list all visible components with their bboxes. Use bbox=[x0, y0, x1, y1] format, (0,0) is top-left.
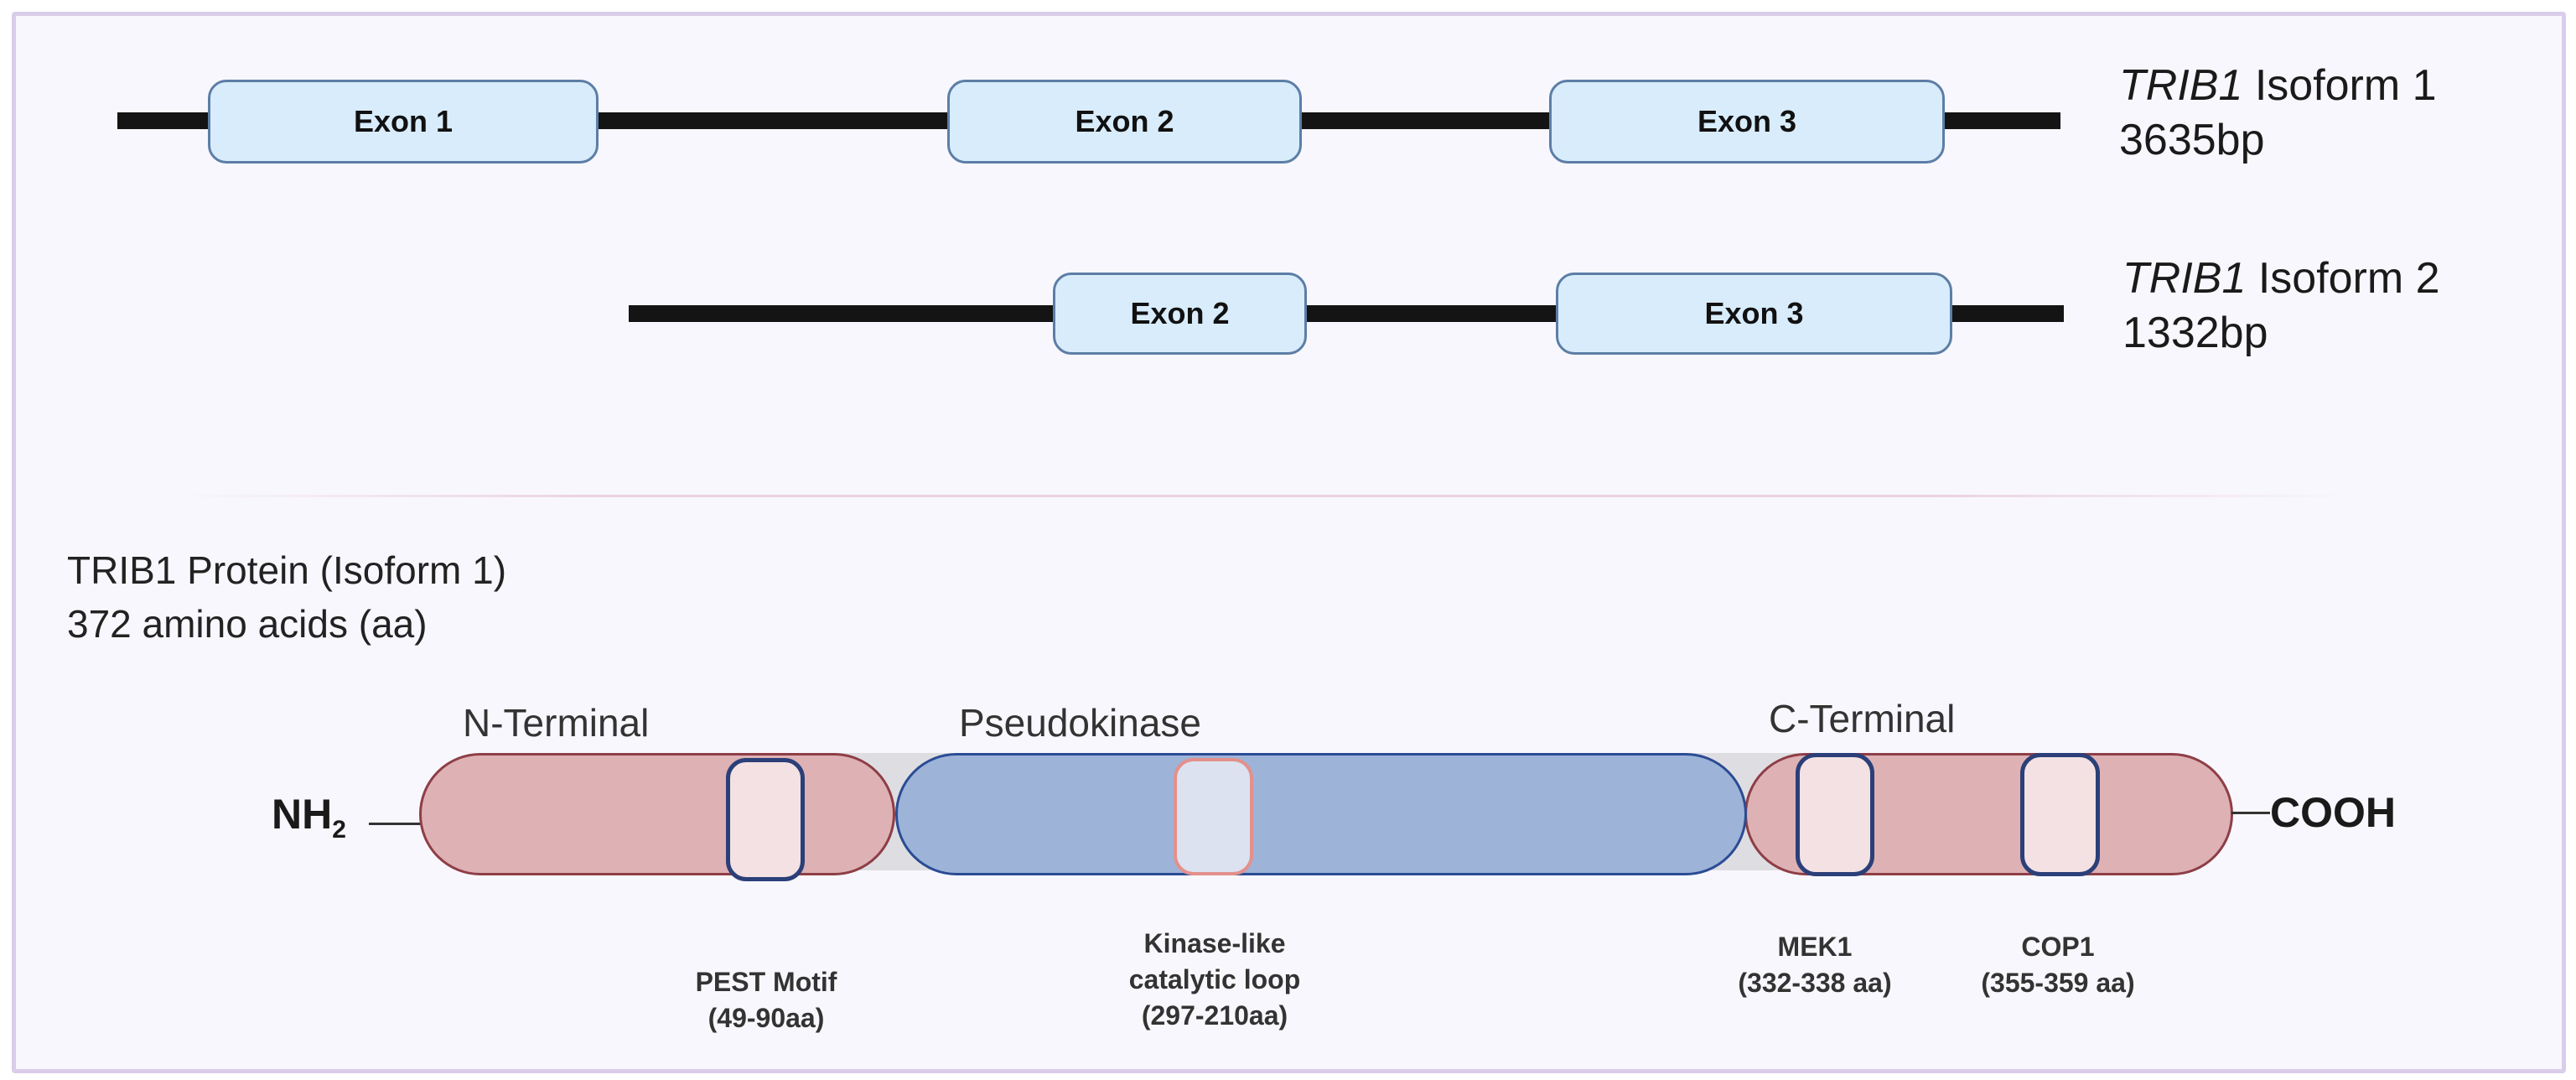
cop1-motif-box bbox=[2020, 753, 2100, 876]
n-terminal-domain bbox=[419, 753, 895, 875]
isoform2-length: 1332bp bbox=[2122, 309, 2268, 357]
exon-label: Exon 2 bbox=[1075, 104, 1174, 138]
n-terminal-label: N-Terminal bbox=[463, 701, 650, 745]
isoform-name: Isoform 1 bbox=[2242, 61, 2437, 110]
protein-length: 372 amino acids (aa) bbox=[67, 602, 428, 646]
figure-frame bbox=[12, 12, 2566, 1073]
protein-title-block: TRIB1 Protein (Isoform 1) 372 amino acid… bbox=[67, 543, 506, 652]
exon-label: Exon 3 bbox=[1704, 296, 1804, 330]
isoform1-exon-1: Exon 1 bbox=[208, 80, 599, 164]
protein-title: TRIB1 Protein (Isoform 1) bbox=[67, 548, 507, 592]
cooh-terminus-label: COOH bbox=[2270, 789, 2396, 836]
c-terminal-label: C-Terminal bbox=[1769, 697, 1956, 740]
exon-label: Exon 3 bbox=[1697, 104, 1797, 138]
cooh-connector bbox=[2231, 812, 2270, 814]
isoform1-exon-3: Exon 3 bbox=[1549, 80, 1945, 164]
motif-name: PEST Motif bbox=[695, 967, 837, 997]
isoform1-label: TRIB1 Isoform 1 3635bp bbox=[2119, 59, 2437, 168]
isoform2-exon-3: Exon 3 bbox=[1556, 273, 1952, 355]
motif-range: (332-338 aa) bbox=[1738, 968, 1892, 999]
nh2-connector bbox=[369, 823, 421, 825]
motif-name: COP1 bbox=[2021, 932, 2095, 962]
exon-label: Exon 2 bbox=[1130, 296, 1230, 330]
catalytic-loop-label: Kinase-like catalytic loop (297-210aa) bbox=[1085, 926, 1345, 1035]
motif-range: (49-90aa) bbox=[707, 1003, 825, 1034]
isoform2-exon-2: Exon 2 bbox=[1053, 273, 1307, 355]
mek1-motif-label: MEK1 (332-338 aa) bbox=[1702, 929, 1928, 1001]
exon-label: Exon 1 bbox=[353, 104, 454, 138]
gene-name: TRIB1 bbox=[2119, 61, 2243, 110]
mek1-motif-box bbox=[1796, 753, 1874, 876]
nh2-subscript: 2 bbox=[332, 816, 346, 844]
motif-range: (355-359 aa) bbox=[1981, 968, 2135, 999]
motif-name: Kinase-like bbox=[1143, 928, 1286, 958]
section-divider bbox=[176, 495, 2356, 497]
pest-motif-box bbox=[726, 758, 805, 881]
nh2-text: NH bbox=[272, 791, 333, 838]
gene-name: TRIB1 bbox=[2122, 254, 2247, 303]
pseudokinase-domain bbox=[895, 753, 1747, 875]
motif-name: MEK1 bbox=[1777, 932, 1853, 962]
catalytic-loop-box bbox=[1174, 758, 1253, 875]
isoform2-label: TRIB1 Isoform 2 1332bp bbox=[2122, 252, 2440, 361]
cop1-motif-label: COP1 (355-359 aa) bbox=[1945, 929, 2171, 1001]
isoform1-length: 3635bp bbox=[2119, 116, 2265, 164]
pseudokinase-label: Pseudokinase bbox=[959, 701, 1201, 745]
nh2-terminus-label: NH2 bbox=[272, 790, 346, 844]
pest-motif-label: PEST Motif (49-90aa) bbox=[654, 964, 879, 1036]
isoform-name: Isoform 2 bbox=[2246, 254, 2440, 303]
motif-range: (297-210aa) bbox=[1141, 1000, 1288, 1031]
isoform1-exon-2: Exon 2 bbox=[947, 80, 1302, 164]
motif-name-line2: catalytic loop bbox=[1128, 964, 1301, 995]
